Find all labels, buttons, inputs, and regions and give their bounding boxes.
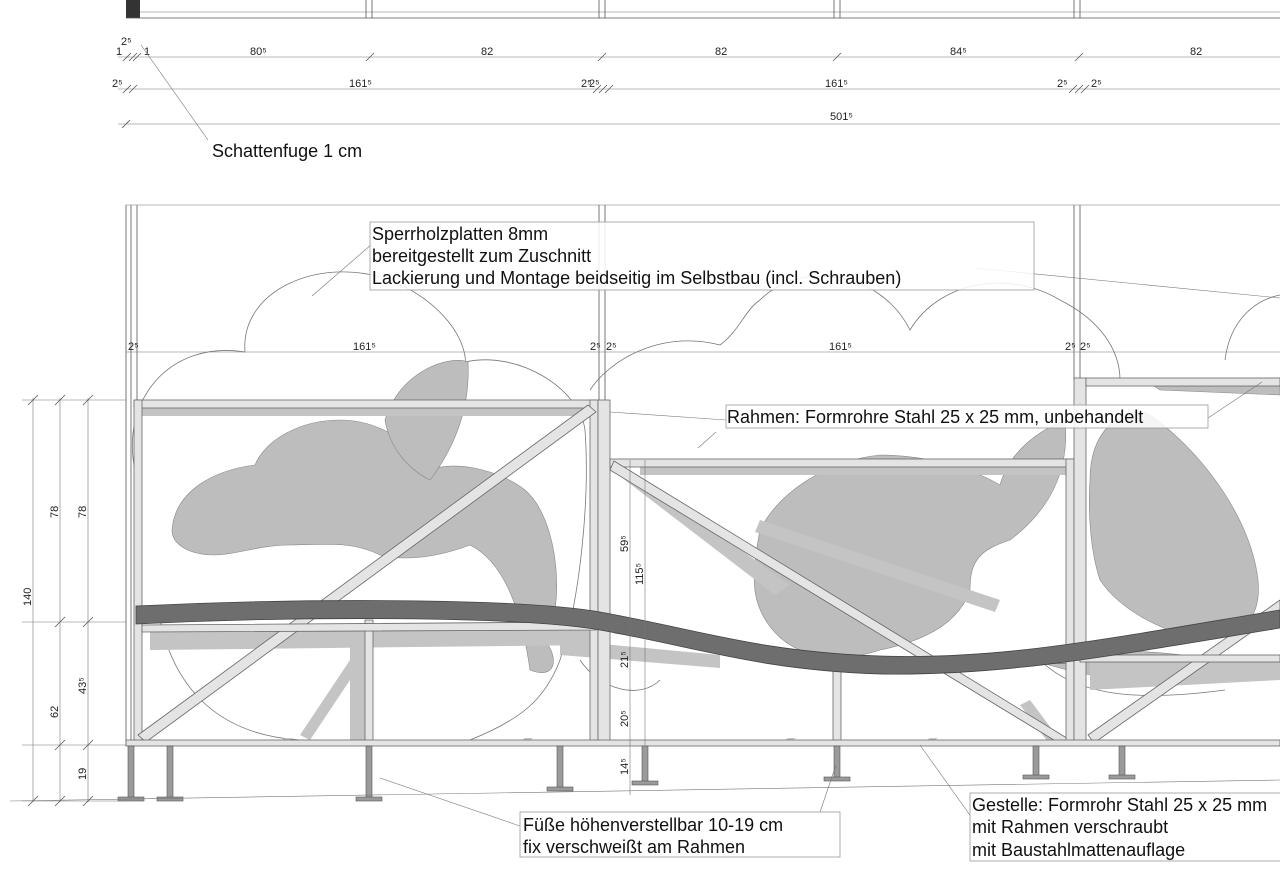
sperrholz-annotation: Sperrholzplatten 8mm bereitgestellt zum … <box>369 221 1035 291</box>
dim-label: 82 <box>715 46 727 58</box>
dim-label: 2⁵ <box>581 78 592 90</box>
rahmen-line: Rahmen: Formrohre Stahl 25 x 25 mm, unbe… <box>727 407 1143 427</box>
dim-label: 19 <box>77 768 89 780</box>
dim-label: 59⁵ <box>619 535 631 552</box>
dim-label: 2⁵ <box>590 341 601 353</box>
fuesse-annotation: Füße höhenverstellbar 10-19 cm fix versc… <box>519 811 841 858</box>
dim-label: 78 <box>49 506 61 518</box>
dim-label: 161⁵ <box>353 341 376 353</box>
dimension-row-mid: 2⁵ 161⁵ 2⁵ 2⁵ 161⁵ 2⁵ 2⁵ <box>126 341 1280 353</box>
dim-label: 62 <box>49 706 61 718</box>
vertical-dimensions: 140 19 78 62 78 43⁵ 59⁵ 115⁵ 21⁵ 20⁵ 14⁵ <box>22 394 646 807</box>
top-plan-strip <box>126 0 1280 19</box>
dim-label: 115⁵ <box>634 563 646 585</box>
sperrholz-line: Sperrholzplatten 8mm <box>372 224 548 244</box>
dim-label: 21⁵ <box>619 651 631 668</box>
dimension-row-1: 1 2⁵ 1 80⁵ 82 82 84⁵ 82 <box>116 36 1280 62</box>
dimension-row-2: 2⁵ 161⁵ 2⁵ 2⁵ 161⁵ 2⁵ 2⁵ <box>112 78 1280 94</box>
dim-label: 43⁵ <box>77 677 89 694</box>
gestelle-line: mit Rahmen verschraubt <box>972 817 1168 837</box>
dim-label: 2⁵ <box>128 341 139 353</box>
dim-label: 2⁵ <box>1080 341 1091 353</box>
dim-label: 20⁵ <box>619 710 631 727</box>
dim-label: 82 <box>481 46 493 58</box>
wave-ramp <box>135 600 1280 675</box>
dim-label: 2⁵ <box>589 78 600 90</box>
dim-label: 84⁵ <box>950 46 967 58</box>
dim-label: 161⁵ <box>829 341 852 353</box>
dim-label: 2⁵ <box>112 78 123 90</box>
rahmen-annotation: Rahmen: Formrohre Stahl 25 x 25 mm, unbe… <box>725 404 1209 429</box>
dim-label: 2⁵ <box>121 36 132 48</box>
dim-label: 140 <box>22 588 34 606</box>
sperrholz-line: bereitgestellt zum Zuschnitt <box>372 246 591 266</box>
dim-label: 2⁵ <box>1091 78 1102 90</box>
gestelle-annotation: Gestelle: Formrohr Stahl 25 x 25 mm mit … <box>969 792 1280 862</box>
dim-label: 2⁵ <box>1065 341 1076 353</box>
ground-line <box>9 779 1280 802</box>
steel-frame <box>125 377 1280 747</box>
dim-label: 2⁵ <box>606 341 617 353</box>
dim-label: 78 <box>77 506 89 518</box>
fuesse-line: fix verschweißt am Rahmen <box>523 837 745 857</box>
leader-line <box>140 44 209 141</box>
panel-outlines <box>125 204 1280 745</box>
schattenfuge-label: Schattenfuge 1 cm <box>212 141 362 161</box>
dim-label: 161⁵ <box>825 78 848 90</box>
dim-label: 161⁵ <box>349 78 372 90</box>
gestelle-line: Gestelle: Formrohr Stahl 25 x 25 mm <box>972 795 1267 815</box>
dimension-row-3: 501⁵ <box>118 111 1280 129</box>
dim-label: 1 <box>116 46 122 58</box>
dim-label: 2⁵ <box>1057 78 1068 90</box>
dim-label: 1 <box>144 46 150 58</box>
sperrholz-line: Lackierung und Montage beidseitig im Sel… <box>372 268 901 288</box>
dim-label: 82 <box>1190 46 1202 58</box>
dim-label: 14⁵ <box>619 758 631 775</box>
gestelle-line: mit Baustahlmattenauflage <box>972 840 1185 860</box>
fuesse-line: Füße höhenverstellbar 10-19 cm <box>523 815 783 835</box>
dim-label: 80⁵ <box>250 46 267 58</box>
dim-label: 501⁵ <box>830 111 853 123</box>
